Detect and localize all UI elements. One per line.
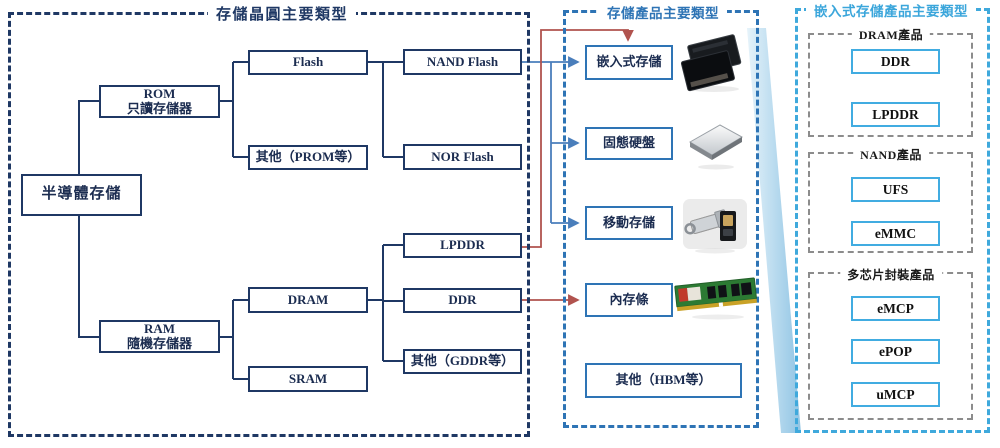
group-dram-products-label: DRAM產品	[851, 26, 931, 43]
wafer-panel-title: 存儲晶圓主要類型	[207, 3, 357, 24]
embedded-product-ufs-label: UFS	[882, 181, 909, 197]
arrow-lpddr-to-embedded	[521, 29, 634, 248]
embedded-product-emcp: eMCP	[851, 296, 940, 321]
node-ram-en: RAM	[143, 320, 176, 336]
node-semiconductor-storage: 半導體存儲	[21, 174, 142, 216]
node-flash: Flash	[248, 50, 368, 75]
node-ram-zh: 隨機存儲器	[126, 335, 192, 351]
products-panel-title: 存儲產品主要類型	[599, 2, 727, 22]
node-ddr-label: DDR	[448, 292, 477, 308]
node-prom: 其他（PROM等）	[248, 145, 368, 170]
ram-module-image	[674, 272, 758, 325]
node-nor-flash-label: NOR Flash	[431, 148, 494, 164]
product-mobile-storage-label: 移動存儲	[602, 214, 655, 230]
embedded-product-emcp-label: eMCP	[877, 300, 914, 316]
node-rom-zh: 只讀存儲器	[126, 100, 192, 116]
node-gddr: 其他（GDDR等）	[403, 349, 522, 374]
product-memory-module-label: 內存條	[609, 291, 649, 307]
product-memory-module: 內存條	[585, 283, 673, 317]
ssd-image	[682, 120, 748, 177]
usb-drive-image	[682, 198, 748, 259]
embedded-product-lpddr-label: LPDDR	[872, 106, 919, 122]
node-lpddr: LPDDR	[403, 233, 522, 258]
node-gddr-label: 其他（GDDR等）	[410, 353, 515, 369]
node-nor-flash: NOR Flash	[403, 144, 522, 170]
product-embedded-storage: 嵌入式存儲	[585, 45, 673, 80]
node-flash-label: Flash	[292, 54, 324, 70]
embedded-product-epop: ePOP	[851, 339, 940, 364]
product-mobile-storage: 移動存儲	[585, 206, 673, 240]
node-sram-label: SRAM	[288, 370, 328, 386]
node-ddr: DDR	[403, 288, 522, 313]
node-nand-flash-label: NAND Flash	[426, 53, 499, 69]
node-prom-label: 其他（PROM等）	[255, 149, 361, 165]
embedded-product-umcp: uMCP	[851, 382, 940, 407]
embedded-product-umcp-label: uMCP	[876, 386, 915, 402]
embedded-panel-title: 嵌入式存儲產品主要類型	[806, 0, 976, 20]
node-lpddr-label: LPDDR	[440, 237, 485, 253]
node-rom-en: ROM	[143, 85, 176, 101]
product-other-hbm-label: 其他（HBM等）	[615, 372, 712, 388]
node-semiconductor-storage-label: 半導體存儲	[41, 186, 122, 203]
group-multichip-products-label: 多芯片封裝產品	[840, 266, 942, 283]
node-dram-label: DRAM	[287, 291, 329, 307]
embedded-product-emmc: eMMC	[851, 221, 940, 246]
node-ram: RAM 隨機存儲器	[99, 320, 220, 353]
embedded-product-ufs: UFS	[851, 177, 940, 202]
node-rom: ROM 只讀存儲器	[99, 85, 220, 118]
embedded-chips-image	[674, 34, 754, 97]
embedded-product-lpddr: LPDDR	[851, 102, 940, 127]
group-nand-products-label: NAND產品	[853, 146, 929, 163]
node-dram: DRAM	[248, 287, 368, 313]
product-ssd: 固態硬盤	[585, 127, 673, 160]
node-nand-flash: NAND Flash	[403, 49, 522, 75]
embedded-product-ddr: DDR	[851, 49, 940, 74]
product-embedded-storage-label: 嵌入式存儲	[596, 54, 662, 70]
node-sram: SRAM	[248, 366, 368, 392]
product-ssd-label: 固態硬盤	[602, 135, 655, 151]
product-other-hbm: 其他（HBM等）	[585, 363, 742, 398]
embedded-product-emmc-label: eMMC	[874, 225, 917, 241]
embedded-product-epop-label: ePOP	[879, 343, 912, 359]
zoom-beam	[747, 28, 801, 433]
tree-connectors	[78, 61, 403, 380]
embedded-product-ddr-label: DDR	[880, 53, 911, 69]
